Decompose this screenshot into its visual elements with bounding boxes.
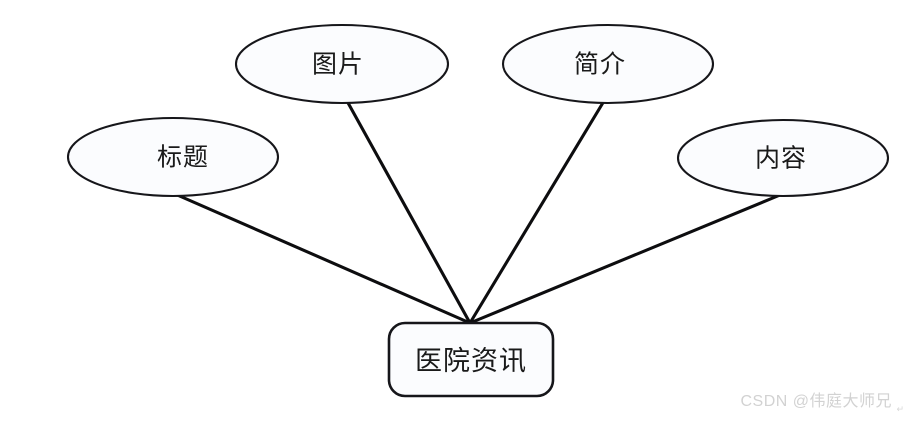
attribute-ellipse-title[interactable] <box>66 116 280 198</box>
attribute-ellipse-intro[interactable] <box>501 23 715 105</box>
attribute-node-intro[interactable]: 简介 <box>501 23 715 105</box>
attribute-label-title: 标题 <box>157 144 209 172</box>
connector-image-to-entity <box>345 99 472 325</box>
attribute-node-image[interactable]: 图片 <box>234 23 450 105</box>
entity-node-hospital-news[interactable]: 医院资讯 <box>387 321 555 398</box>
attribute-node-title[interactable]: 标题 <box>66 116 280 198</box>
entity-rect-hospital-news[interactable] <box>387 321 555 398</box>
connector-content-to-entity <box>468 193 782 325</box>
connector-intro-to-entity <box>468 99 606 325</box>
watermark-tick-mark: ↵ <box>896 404 904 414</box>
attribute-node-content[interactable]: 内容 <box>676 118 890 198</box>
attribute-label-intro: 简介 <box>574 51 626 79</box>
attribute-ellipse-image[interactable] <box>234 23 450 105</box>
attribute-label-image: 图片 <box>312 51 364 79</box>
csdn-watermark: CSDN @伟庭大师兄 <box>740 393 892 410</box>
entity-label-hospital-news: 医院资讯 <box>415 346 527 376</box>
connector-title-to-entity <box>173 192 472 325</box>
attribute-label-content: 内容 <box>755 145 807 173</box>
attribute-ellipse-content[interactable] <box>676 118 890 198</box>
connector-group <box>173 99 782 325</box>
